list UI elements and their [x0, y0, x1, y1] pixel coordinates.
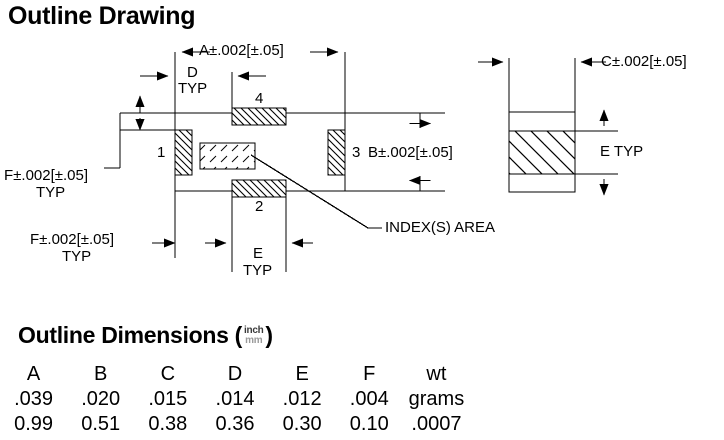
table-header-c: C: [160, 363, 176, 385]
dimension-label-f-upper-typ: TYP: [36, 184, 66, 201]
table-cell: 0.30: [282, 413, 322, 435]
table-cell: .012: [282, 388, 322, 410]
dimension-label-d-typ: TYP: [178, 80, 208, 97]
table-header-wt: wt: [426, 363, 447, 385]
table-header-a: A: [26, 363, 41, 385]
dimension-label-f-lower-typ: TYP: [62, 248, 92, 265]
table-cell: .0007: [411, 413, 462, 435]
dimension-label-a: A±.002[±.05]: [199, 42, 284, 59]
unit-numerator: inch: [244, 325, 264, 336]
table-row: 0.99 0.51 0.38 0.36 0.30 0.10 .0007: [0, 412, 470, 437]
table-header-row: A B C D E F wt: [0, 362, 470, 387]
table-header-f: F: [363, 363, 376, 385]
table-cell: .020: [81, 388, 121, 410]
table-cell: grams: [408, 388, 465, 410]
table-header-d: D: [227, 363, 243, 385]
table-cell: 0.99: [14, 413, 54, 435]
dimensions-heading: Outline Dimensions ( inch mm ): [18, 322, 273, 349]
dimensions-heading-close: ): [265, 322, 273, 348]
table-row: .039 .020 .015 .014 .012 .004 grams: [0, 387, 470, 412]
dimension-label-f-upper: F±.002[±.05]: [4, 167, 89, 184]
table-cell: .039: [14, 388, 54, 410]
pad-label-3: 3: [352, 144, 361, 161]
unit-denominator: mm: [245, 334, 263, 346]
table-cell: 0.10: [349, 413, 389, 435]
dimension-label-d: D: [187, 64, 198, 81]
page-title: Outline Drawing: [8, 2, 196, 30]
dimension-label-e-bottom-typ: TYP: [243, 262, 273, 279]
pad-label-2: 2: [255, 198, 264, 215]
dimension-label-e-side: E TYP: [600, 143, 644, 160]
dimensions-heading-text: Outline Dimensions (: [18, 322, 243, 348]
pad-label-1: 1: [157, 144, 166, 161]
table-cell: 0.36: [215, 413, 255, 435]
pad-label-4: 4: [255, 90, 264, 107]
unit-fraction: inch mm: [244, 325, 264, 346]
dimensions-table: A B C D E F wt .039 .020 .015 .014 .012 …: [0, 362, 470, 437]
dimension-label-c: C±.002[±.05]: [601, 53, 687, 70]
index-area-note: INDEX(S) AREA: [385, 219, 496, 236]
table-cell: 0.51: [81, 413, 121, 435]
outline-drawing-svg: [104, 47, 618, 272]
table-cell: .014: [215, 388, 255, 410]
table-cell: .015: [148, 388, 188, 410]
table-cell: .004: [349, 388, 389, 410]
table-header-b: B: [94, 363, 108, 385]
dimension-label-f-lower: F±.002[±.05]: [30, 231, 115, 248]
dimension-label-e-bottom: E: [253, 245, 264, 262]
table-header-e: E: [295, 363, 309, 385]
table-cell: 0.38: [148, 413, 188, 435]
dimension-label-b: B±.002[±.05]: [368, 144, 453, 161]
